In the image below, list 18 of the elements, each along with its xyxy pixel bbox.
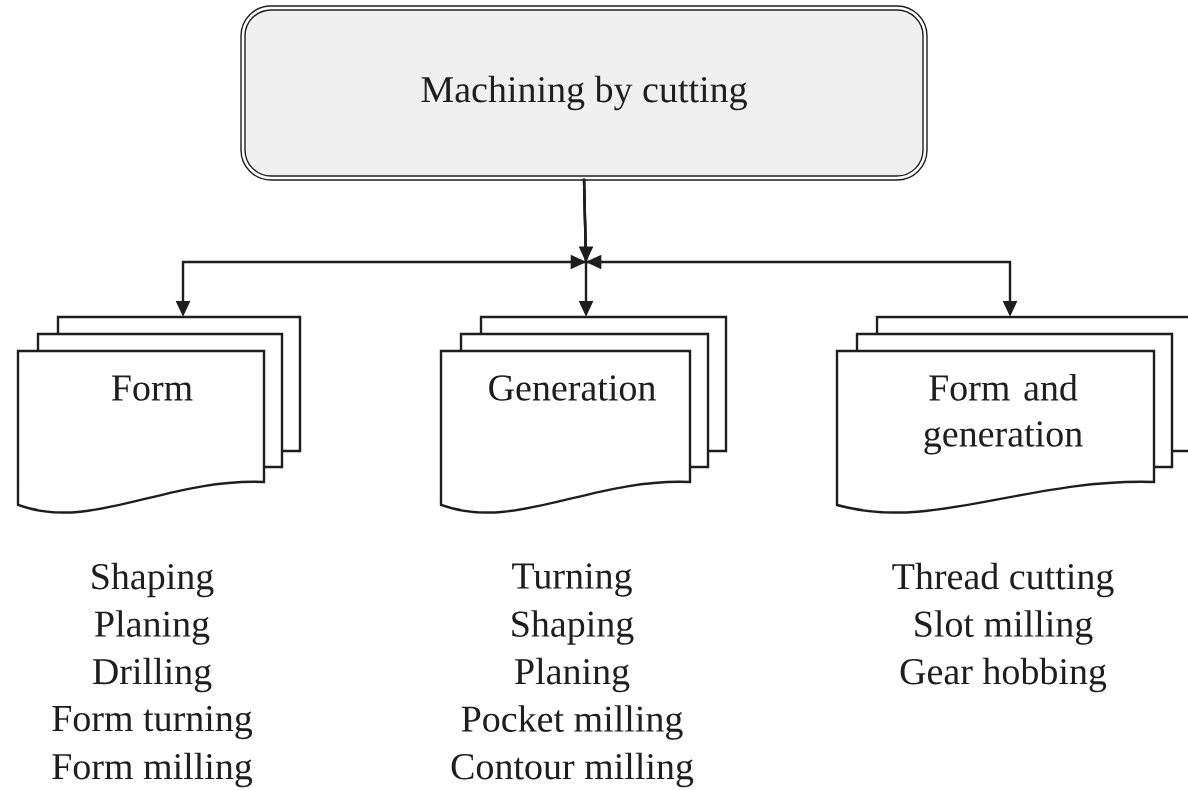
list-item: Turning — [512, 563, 632, 597]
rounded-box: Machining by cutting — [240, 5, 928, 181]
document-stack: Generation — [439, 315, 728, 514]
list-item: Planing — [515, 657, 630, 693]
list-item: Drilling — [92, 657, 212, 693]
list-item: Gear hobbing — [900, 657, 1107, 693]
list-item: Thread cutting — [892, 562, 1114, 598]
list-item: Slot milling — [915, 610, 1093, 645]
list-item: Contour milling — [451, 752, 694, 788]
list-item: Pocket milling — [461, 705, 683, 740]
document-stack: Form — [16, 315, 302, 514]
list-item: Form milling — [52, 752, 253, 788]
list-item: Shaping — [92, 562, 214, 598]
list-item: Shaping — [512, 610, 634, 645]
node-label: Form and generation — [924, 374, 1083, 455]
list-item: Form turning — [52, 705, 253, 740]
list-item: Planing — [95, 610, 210, 645]
document-stack: Form and generation — [835, 315, 1188, 514]
